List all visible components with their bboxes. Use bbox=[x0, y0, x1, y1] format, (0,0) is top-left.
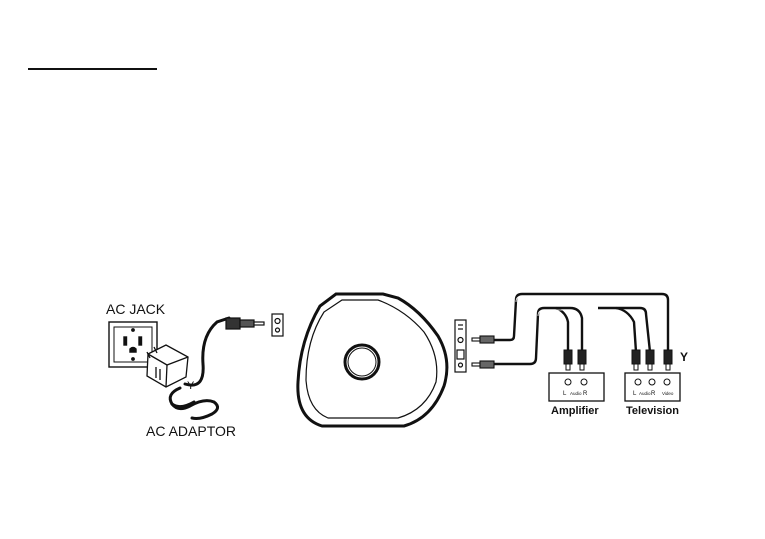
heading-underline bbox=[28, 68, 157, 70]
av-out-plug bbox=[471, 335, 495, 344]
dc-plug bbox=[225, 317, 265, 330]
audio-out-plug bbox=[471, 360, 495, 369]
amplifier-audio-label: Audio bbox=[570, 391, 582, 396]
ac-jack-label: AC JACK bbox=[106, 301, 166, 317]
ac-adaptor-label: AC ADAPTOR bbox=[146, 423, 236, 439]
av-side-panel bbox=[454, 319, 467, 373]
cable-highlights bbox=[515, 295, 662, 317]
television-rca-plugs bbox=[631, 349, 673, 371]
amplifier-label: Amplifier bbox=[551, 405, 599, 417]
television-audio-label: Audio bbox=[639, 391, 651, 396]
television-box bbox=[624, 372, 681, 402]
television-video-label: Video bbox=[662, 391, 674, 396]
television-right-label: R bbox=[651, 391, 656, 397]
ac-adaptor-cord bbox=[168, 316, 231, 420]
amplifier-box bbox=[548, 372, 605, 402]
amplifier-left-label: L bbox=[563, 391, 567, 397]
y-cable-right-label: Y bbox=[680, 350, 688, 364]
av-cables bbox=[494, 292, 670, 366]
television-left-label: L bbox=[633, 391, 637, 397]
ac-adaptor-brick bbox=[146, 344, 189, 388]
dvd-player-top-view bbox=[296, 292, 449, 428]
y-cable-left-label: Y bbox=[187, 380, 195, 392]
television-label: Television bbox=[626, 405, 679, 417]
amplifier-rca-plugs bbox=[563, 349, 587, 371]
dc-jack bbox=[271, 313, 284, 337]
amplifier-right-label: R bbox=[583, 391, 588, 397]
